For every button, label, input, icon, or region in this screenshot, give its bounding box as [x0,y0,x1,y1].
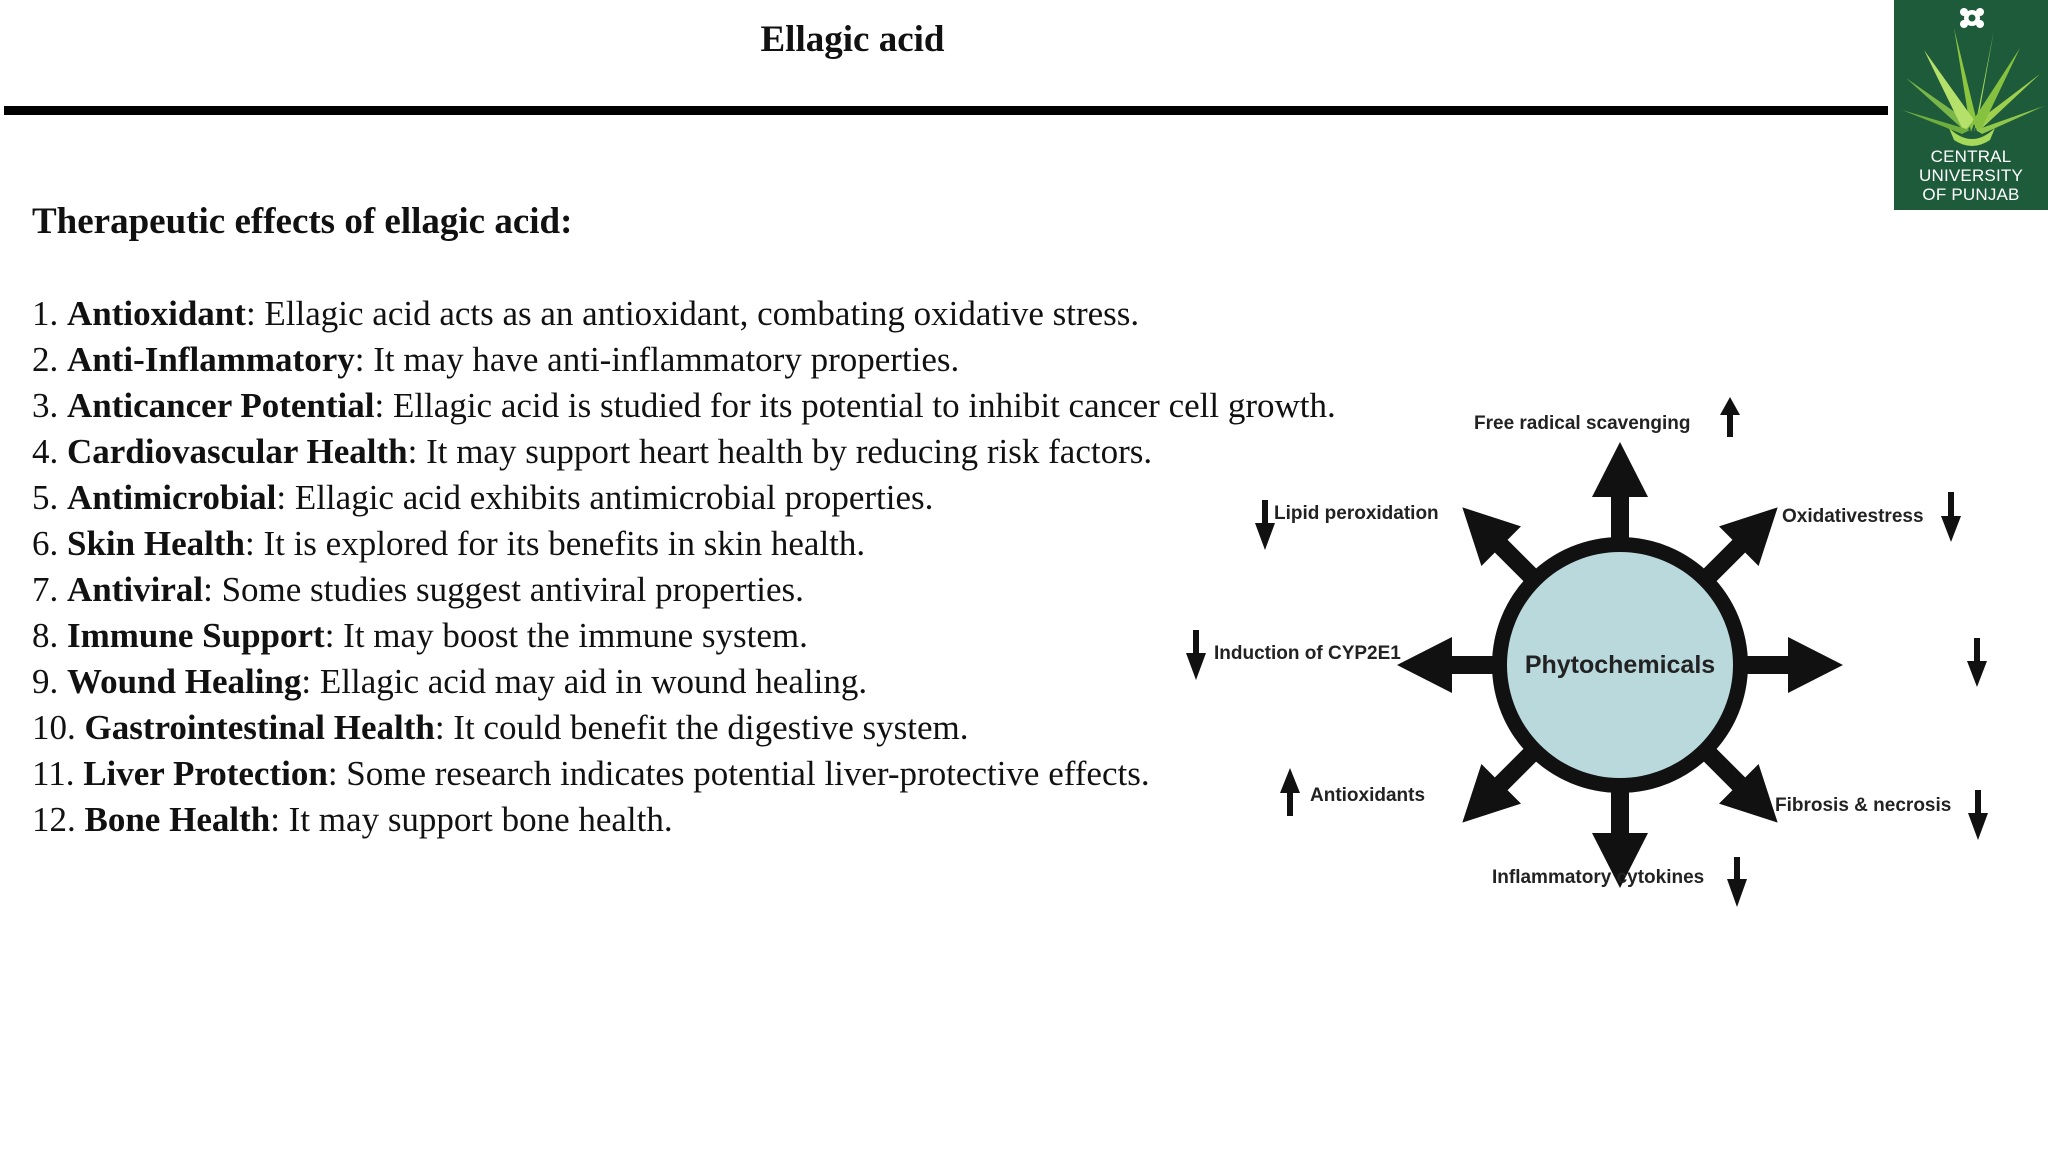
title-divider [4,106,1888,115]
list-item: 6. Skin Health: It is explored for its b… [32,524,866,563]
list-item: 11. Liver Protection: Some research indi… [32,754,1150,793]
label-oxidative-stress: Oxidativestress [1782,506,1924,527]
arrow-right-icon [1746,637,1843,693]
logo-text-line1: CENTRAL [1930,147,2012,166]
indicator-down-icon [1186,630,1206,680]
arrow-down-icon [1592,791,1648,888]
arrow-up-right-icon [1702,507,1778,583]
indicator-up-icon [1720,397,1740,437]
list-item: 2. Anti-Inflammatory: It may have anti-i… [32,340,960,379]
section-heading: Therapeutic effects of ellagic acid: [32,201,573,242]
diagram-graphic [1186,397,1988,907]
list-item: 1. Antioxidant: Ellagic acid acts as an … [32,294,1140,333]
indicator-down-icon [1941,492,1961,542]
arrow-up-icon [1592,442,1648,539]
list-item: 8. Immune Support: It may boost the immu… [32,616,808,655]
logo-text-line2: UNIVERSITY [1918,166,2024,185]
list-item: 10. Gastrointestinal Health: It could be… [32,708,969,747]
phytochemicals-circle [1507,552,1733,778]
label-antioxidants: Antioxidants [1310,785,1426,806]
arrow-up-left-icon [1462,507,1538,583]
phytochemicals-diagram: Phytochemicals Free radical scavenging O… [1170,385,2010,925]
university-logo: CENTRAL UNIVERSITY OF PUNJAB [1894,0,2048,210]
list-item: 3. Anticancer Potential: Ellagic acid is… [32,386,1336,425]
slide-title: Ellagic acid [760,19,945,60]
therapeutic-effects-list: 1. Antioxidant: Ellagic acid acts as an … [32,291,1336,843]
label-fibrosis-necrosis: Fibrosis & necrosis [1775,795,1952,816]
indicator-down-icon [1968,790,1988,840]
indicator-down-icon [1967,638,1987,687]
label-induction-of-cyp2e1: Induction of CYP2E1 [1214,643,1401,664]
arrow-down-right-icon [1702,747,1778,823]
indicator-down-icon [1255,500,1275,550]
label-lipid-peroxidation: Lipid peroxidation [1274,503,1439,524]
list-item: 9. Wound Healing: Ellagic acid may aid i… [32,662,868,701]
diagram-center-label: Phytochemicals [1524,651,1716,679]
list-item: 5. Antimicrobial: Ellagic acid exhibits … [32,478,934,517]
list-item: 12. Bone Health: It may support bone hea… [32,800,673,839]
label-free-radical-scavenging: Free radical scavenging [1474,413,1691,434]
label-inflammatory-cytokines: Inflammatory cytokines [1492,867,1705,888]
indicator-up-icon [1280,768,1300,816]
logo-text-line3: OF PUNJAB [1922,185,2020,204]
list-item: 4. Cardiovascular Health: It may support… [32,432,1153,471]
arrow-left-icon [1397,637,1494,693]
indicator-down-icon [1727,857,1747,907]
list-item: 7. Antiviral: Some studies suggest antiv… [32,570,804,609]
arrow-down-left-icon [1462,747,1538,823]
agave-emblem-icon [1902,8,2044,146]
